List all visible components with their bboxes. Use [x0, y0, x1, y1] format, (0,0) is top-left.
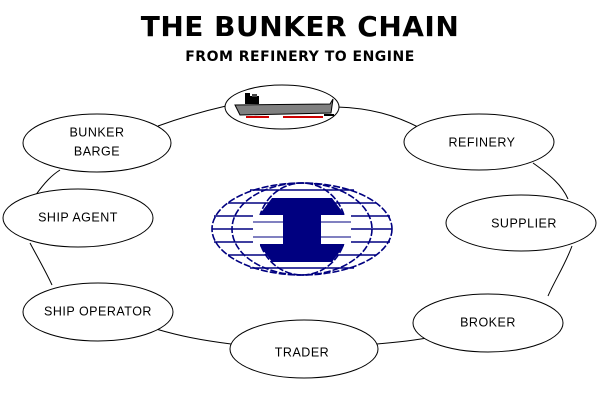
node-label: BROKER: [460, 315, 516, 329]
node-refinery[interactable]: REFINERY: [403, 113, 555, 171]
node-label: BARGE: [74, 144, 120, 158]
node-broker[interactable]: BROKER: [412, 293, 564, 353]
diagram-title: THE BUNKER CHAIN: [140, 10, 460, 43]
node-label: BUNKER: [69, 125, 124, 139]
node-trader[interactable]: TRADER: [229, 319, 379, 379]
tanker-ship-icon: [234, 93, 334, 118]
connector-supplier-broker: [547, 245, 573, 297]
node-supplier[interactable]: SUPPLIER: [445, 194, 597, 252]
connector-agent-barge: [34, 169, 61, 197]
node-label: REFINERY: [449, 135, 516, 149]
connector-trader-operator: [155, 328, 232, 345]
node-label: SHIP OPERATOR: [44, 304, 152, 318]
node-label: SUPPLIER: [491, 216, 557, 230]
node-ship[interactable]: [224, 84, 340, 130]
connector-barge-ship: [157, 105, 227, 127]
connector-operator-agent: [29, 242, 53, 286]
connector-lines: [29, 105, 573, 345]
node-ship-operator[interactable]: SHIP OPERATOR: [22, 282, 174, 342]
node-label: SHIP AGENT: [38, 210, 118, 224]
diagram-subtitle: FROM REFINERY TO ENGINE: [185, 49, 415, 65]
node-label: TRADER: [275, 345, 329, 359]
node-ship-agent[interactable]: SHIP AGENT: [2, 188, 154, 248]
node-bunker-barge[interactable]: BUNKER BARGE: [22, 113, 172, 173]
globe-logo-icon: [211, 182, 393, 276]
connector-refinery-supplier: [532, 162, 569, 200]
connector-ship-refinery: [336, 106, 421, 129]
